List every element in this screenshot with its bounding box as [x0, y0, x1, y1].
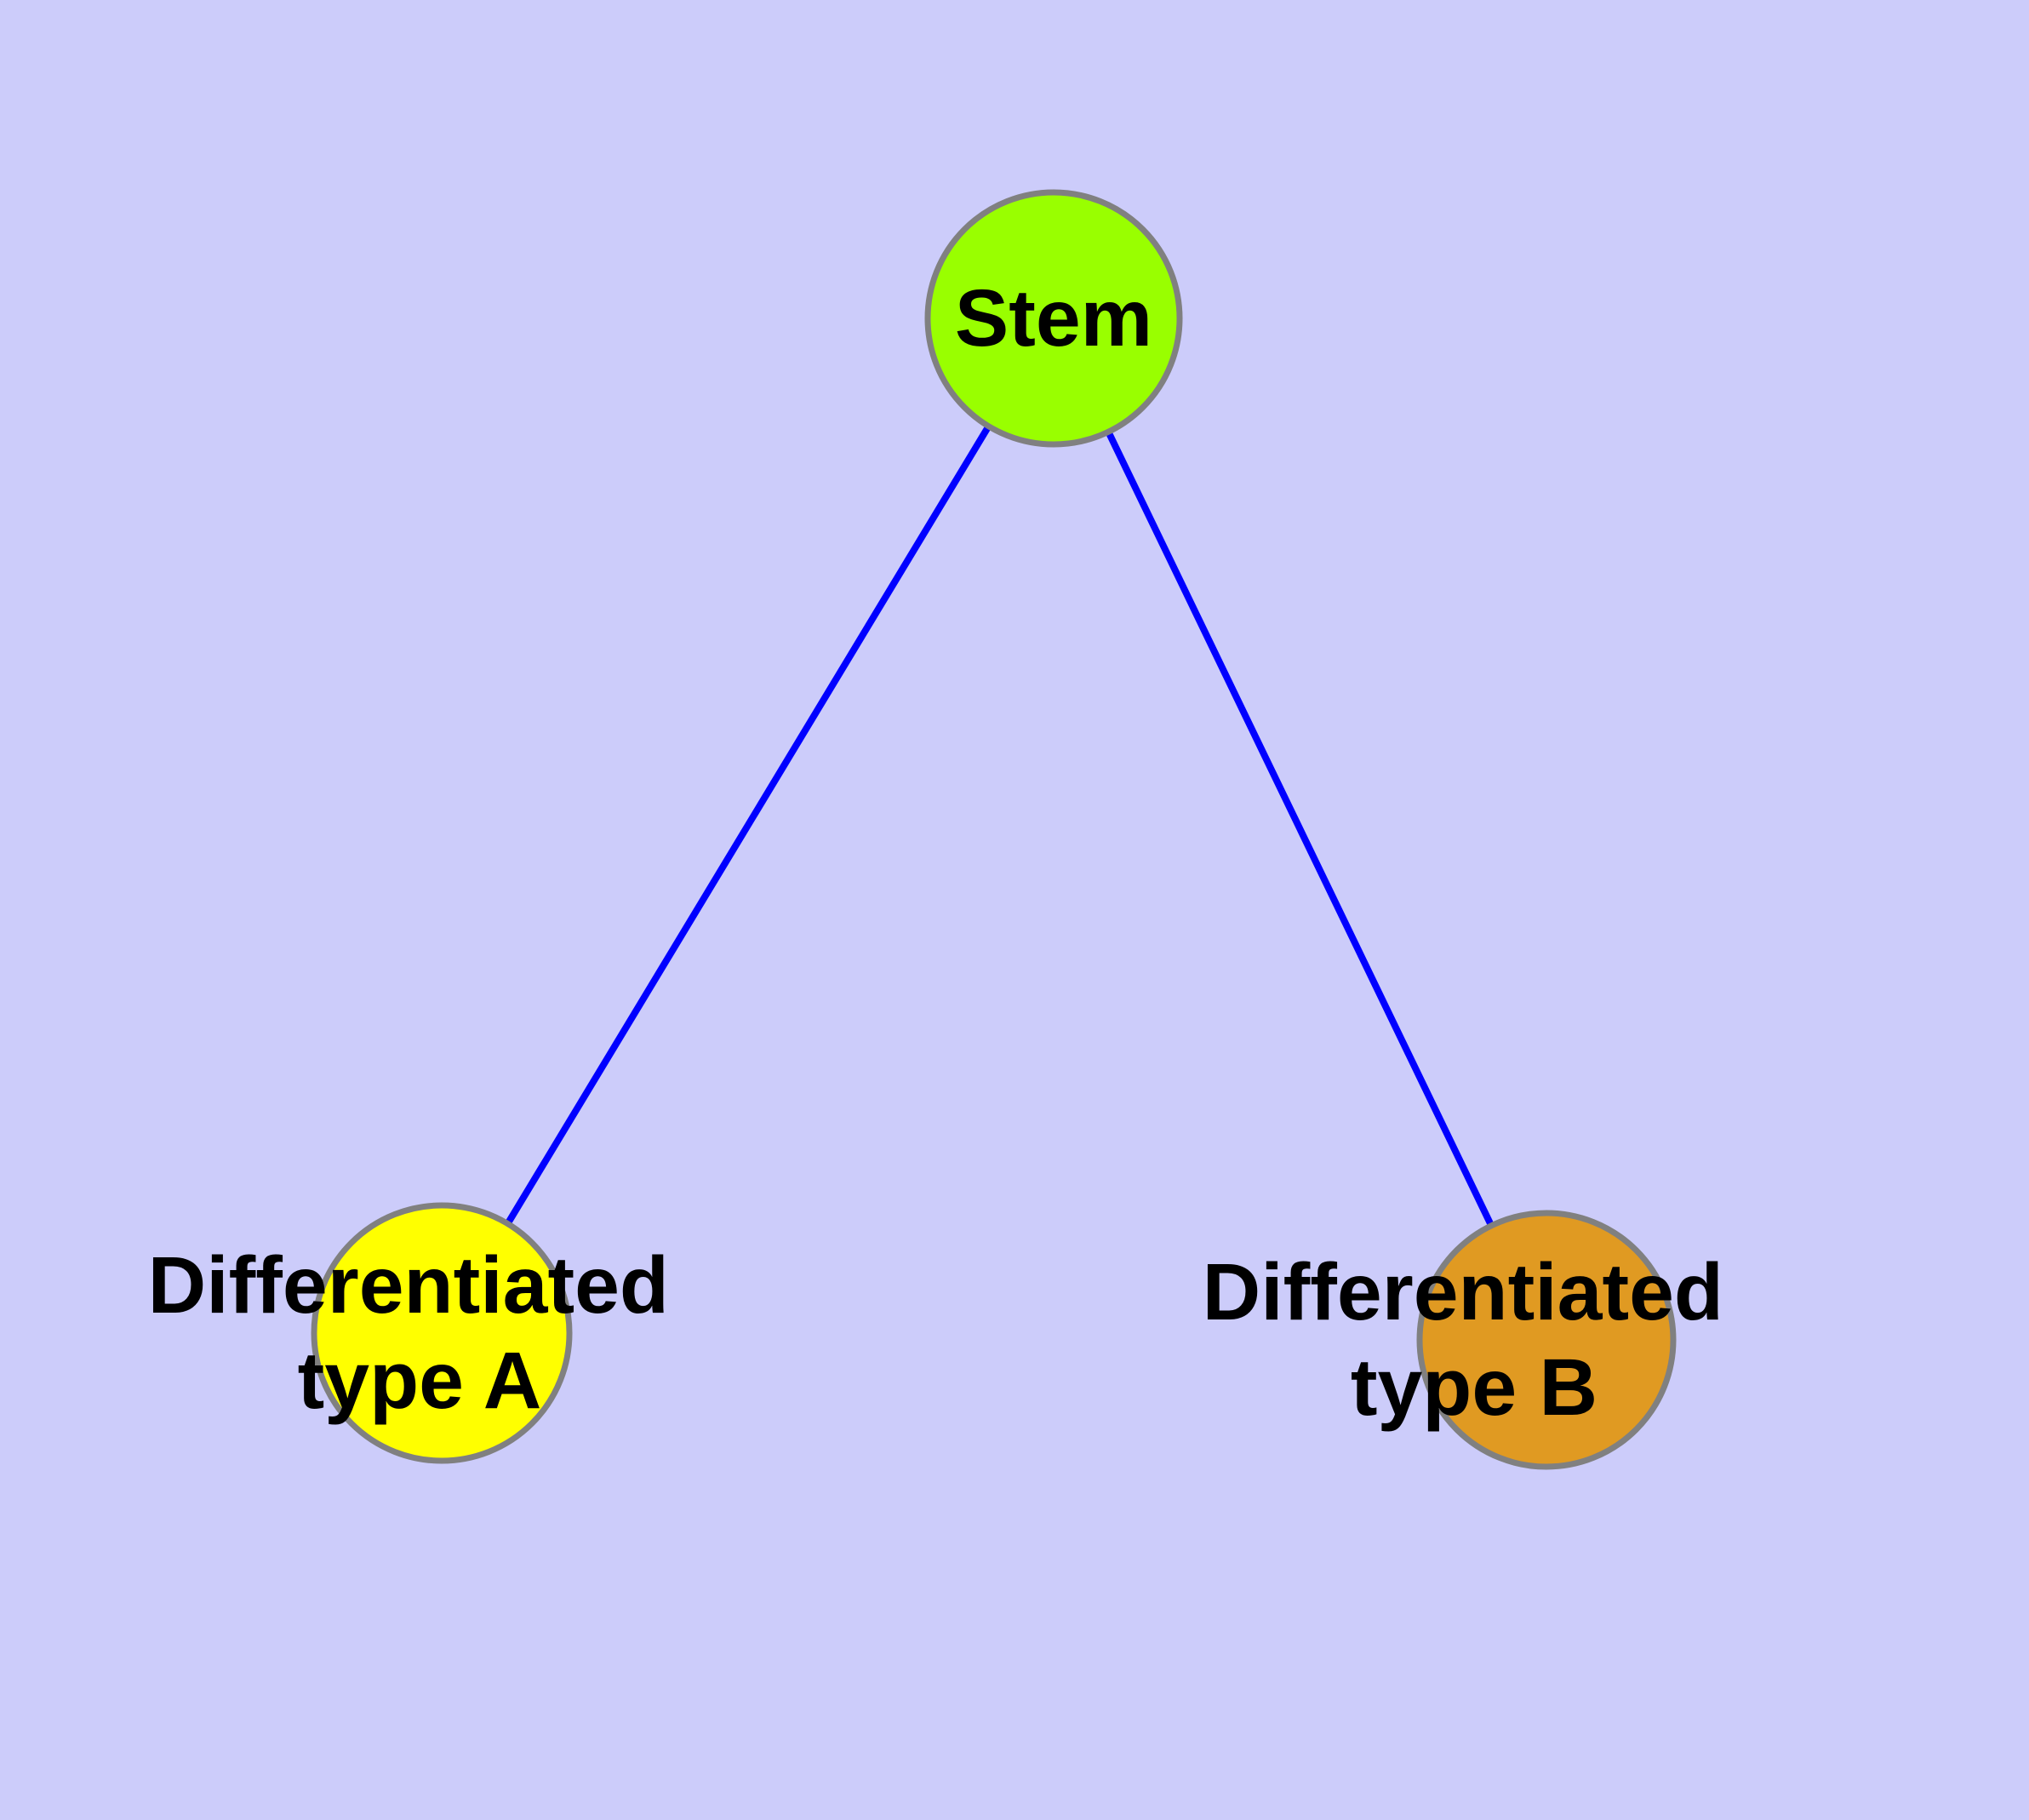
edge-stem-to-differentiated-type-b[interactable]: [1050, 317, 1550, 1342]
node-differentiated-type-b[interactable]: Differentiated type B: [1203, 1210, 1746, 1470]
node-stem[interactable]: Stem: [924, 189, 1183, 448]
node-differentiated-type-a-circle[interactable]: [311, 1202, 573, 1464]
node-differentiated-type-b-label: Differentiated type B: [1203, 1241, 1746, 1433]
node-stem-circle[interactable]: [924, 189, 1183, 448]
edge-stem-to-differentiated-type-a[interactable]: [438, 316, 1057, 1336]
node-differentiated-type-a[interactable]: Differentiated type A: [148, 1202, 692, 1464]
nodes-layer: Stem Differentiated type A Differentiate…: [148, 189, 1746, 1470]
node-differentiated-type-a-label: Differentiated type A: [148, 1234, 692, 1426]
node-differentiated-type-b-circle[interactable]: [1416, 1210, 1677, 1470]
node-stem-label: Stem: [955, 273, 1152, 363]
edges-layer: [438, 316, 1550, 1342]
